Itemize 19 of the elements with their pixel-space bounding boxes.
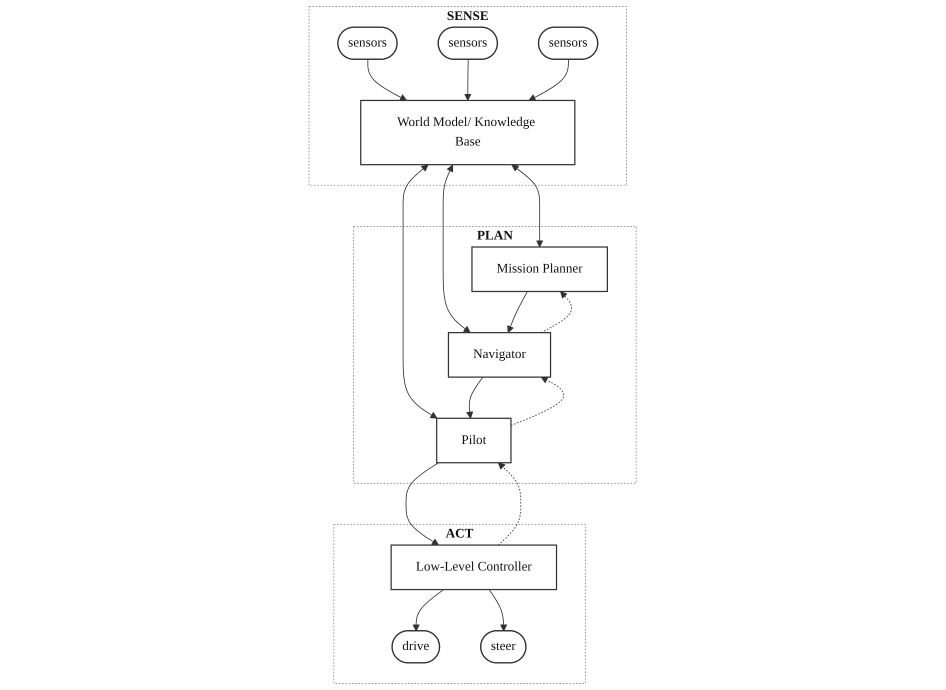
- arrow: [507, 291, 528, 333]
- arrow: [498, 462, 522, 546]
- arrow: [412, 589, 444, 632]
- arrow: [443, 164, 471, 333]
- node-box: World Model/ Knowledge Base: [360, 100, 576, 166]
- arrow: [368, 59, 408, 101]
- node-box: Low-Level Controller: [390, 544, 558, 590]
- node-box: Navigator: [448, 332, 552, 378]
- node-box: Pilot: [436, 418, 512, 464]
- arrow: [528, 59, 570, 101]
- arrow: [464, 59, 472, 101]
- arrow: [541, 291, 572, 334]
- arrow: [403, 164, 438, 419]
- arrow: [489, 589, 508, 632]
- arrow: [466, 376, 484, 419]
- arrow: [510, 376, 564, 426]
- arrow: [406, 462, 440, 546]
- arrow: [512, 164, 544, 248]
- node-box: Mission Planner: [472, 246, 608, 292]
